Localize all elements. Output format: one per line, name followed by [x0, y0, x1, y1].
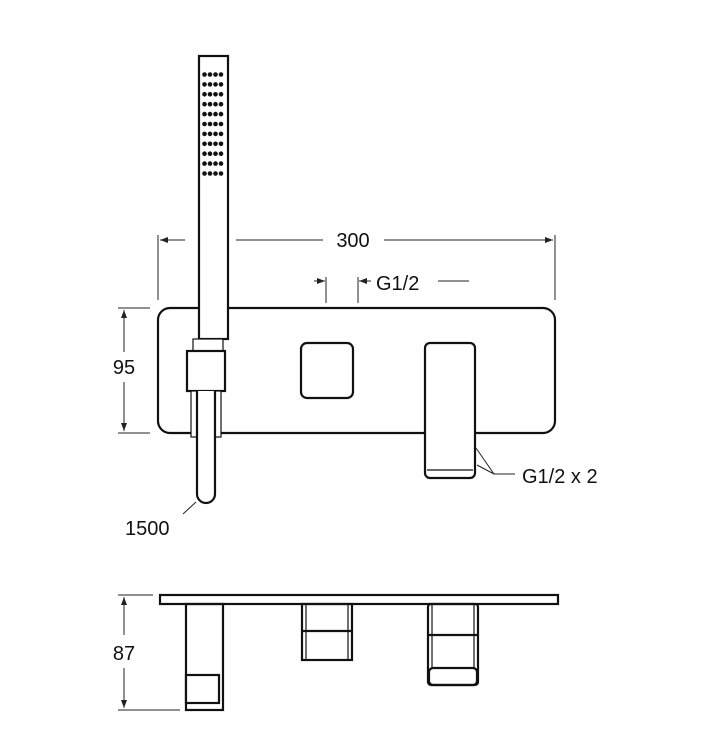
nozzle-dot: [213, 72, 218, 77]
nozzle-dot: [202, 151, 207, 156]
mixer-knob: [299, 341, 355, 400]
wall-plate: [156, 306, 557, 435]
nozzle-dot: [202, 161, 207, 166]
shower-collar: [192, 338, 224, 352]
height-label: 95: [113, 357, 135, 379]
spout: [423, 341, 477, 480]
nozzle-dot: [207, 161, 213, 166]
nozzle-dot: [218, 131, 224, 137]
nozzle-dot: [213, 131, 218, 137]
nozzle-dot: [207, 72, 213, 77]
dimension-height: 95: [113, 307, 150, 434]
nozzle-dot: [202, 131, 207, 137]
nozzle-dot: [218, 171, 224, 176]
hose-length-label: 1500: [125, 518, 170, 540]
width-label: 300: [336, 230, 369, 252]
nozzle-dot: [207, 121, 213, 127]
dimension-inlet-spacing: G1/2: [314, 273, 469, 303]
side-view: [158, 593, 560, 712]
nozzle-dot: [202, 92, 207, 97]
hose: [195, 391, 217, 505]
nozzle-dot: [207, 151, 213, 156]
nozzle-dot: [213, 121, 218, 127]
inlets-label: G1/2 x 2: [522, 466, 598, 488]
nozzle-dot: [207, 82, 213, 87]
nozzle-dot: [218, 82, 224, 87]
nozzle-dot: [207, 111, 213, 117]
hose-callout: 1500: [125, 501, 197, 540]
nozzle-dot: [207, 131, 213, 137]
nozzle-dot: [207, 141, 213, 147]
depth-label: 87: [113, 643, 135, 665]
nozzle-dot: [218, 111, 224, 117]
nozzle-dot: [218, 151, 224, 156]
nozzle-dot: [202, 72, 207, 77]
nozzle-dot: [202, 121, 207, 127]
front-view: [156, 54, 557, 505]
side-holder: [184, 602, 225, 712]
nozzle-dot: [213, 92, 218, 97]
inlets-callout: G1/2 x 2: [475, 447, 598, 488]
nozzle-dot: [218, 161, 224, 166]
nozzle-dot: [207, 101, 213, 107]
dimension-width: 300: [157, 230, 556, 300]
inlet-spacing-label: G1/2: [376, 273, 419, 295]
nozzle-dot: [218, 141, 224, 147]
nozzle-dot: [213, 82, 218, 87]
nozzle-dot: [213, 171, 218, 176]
nozzle-dot: [202, 82, 207, 87]
nozzle-dot: [213, 101, 218, 107]
nozzle-dot: [218, 92, 224, 97]
nozzle-dot: [202, 171, 207, 176]
nozzle-dot: [218, 101, 224, 107]
side-spout: [426, 602, 480, 687]
nozzle-dot: [207, 92, 213, 97]
nozzle-dot: [207, 171, 213, 176]
shower-nozzles: [202, 72, 224, 176]
nozzle-dot: [218, 72, 224, 77]
dimension-depth: 87: [113, 594, 180, 711]
hand-shower: [197, 54, 230, 341]
nozzle-dot: [218, 121, 224, 127]
nozzle-dot: [202, 101, 207, 107]
shower-holder: [185, 349, 227, 393]
nozzle-dot: [202, 141, 207, 147]
nozzle-dot: [213, 161, 218, 166]
nozzle-dot: [213, 141, 218, 147]
nozzle-dot: [213, 111, 218, 117]
nozzle-dot: [202, 111, 207, 117]
nozzle-dot: [213, 151, 218, 156]
side-plate: [158, 593, 560, 606]
